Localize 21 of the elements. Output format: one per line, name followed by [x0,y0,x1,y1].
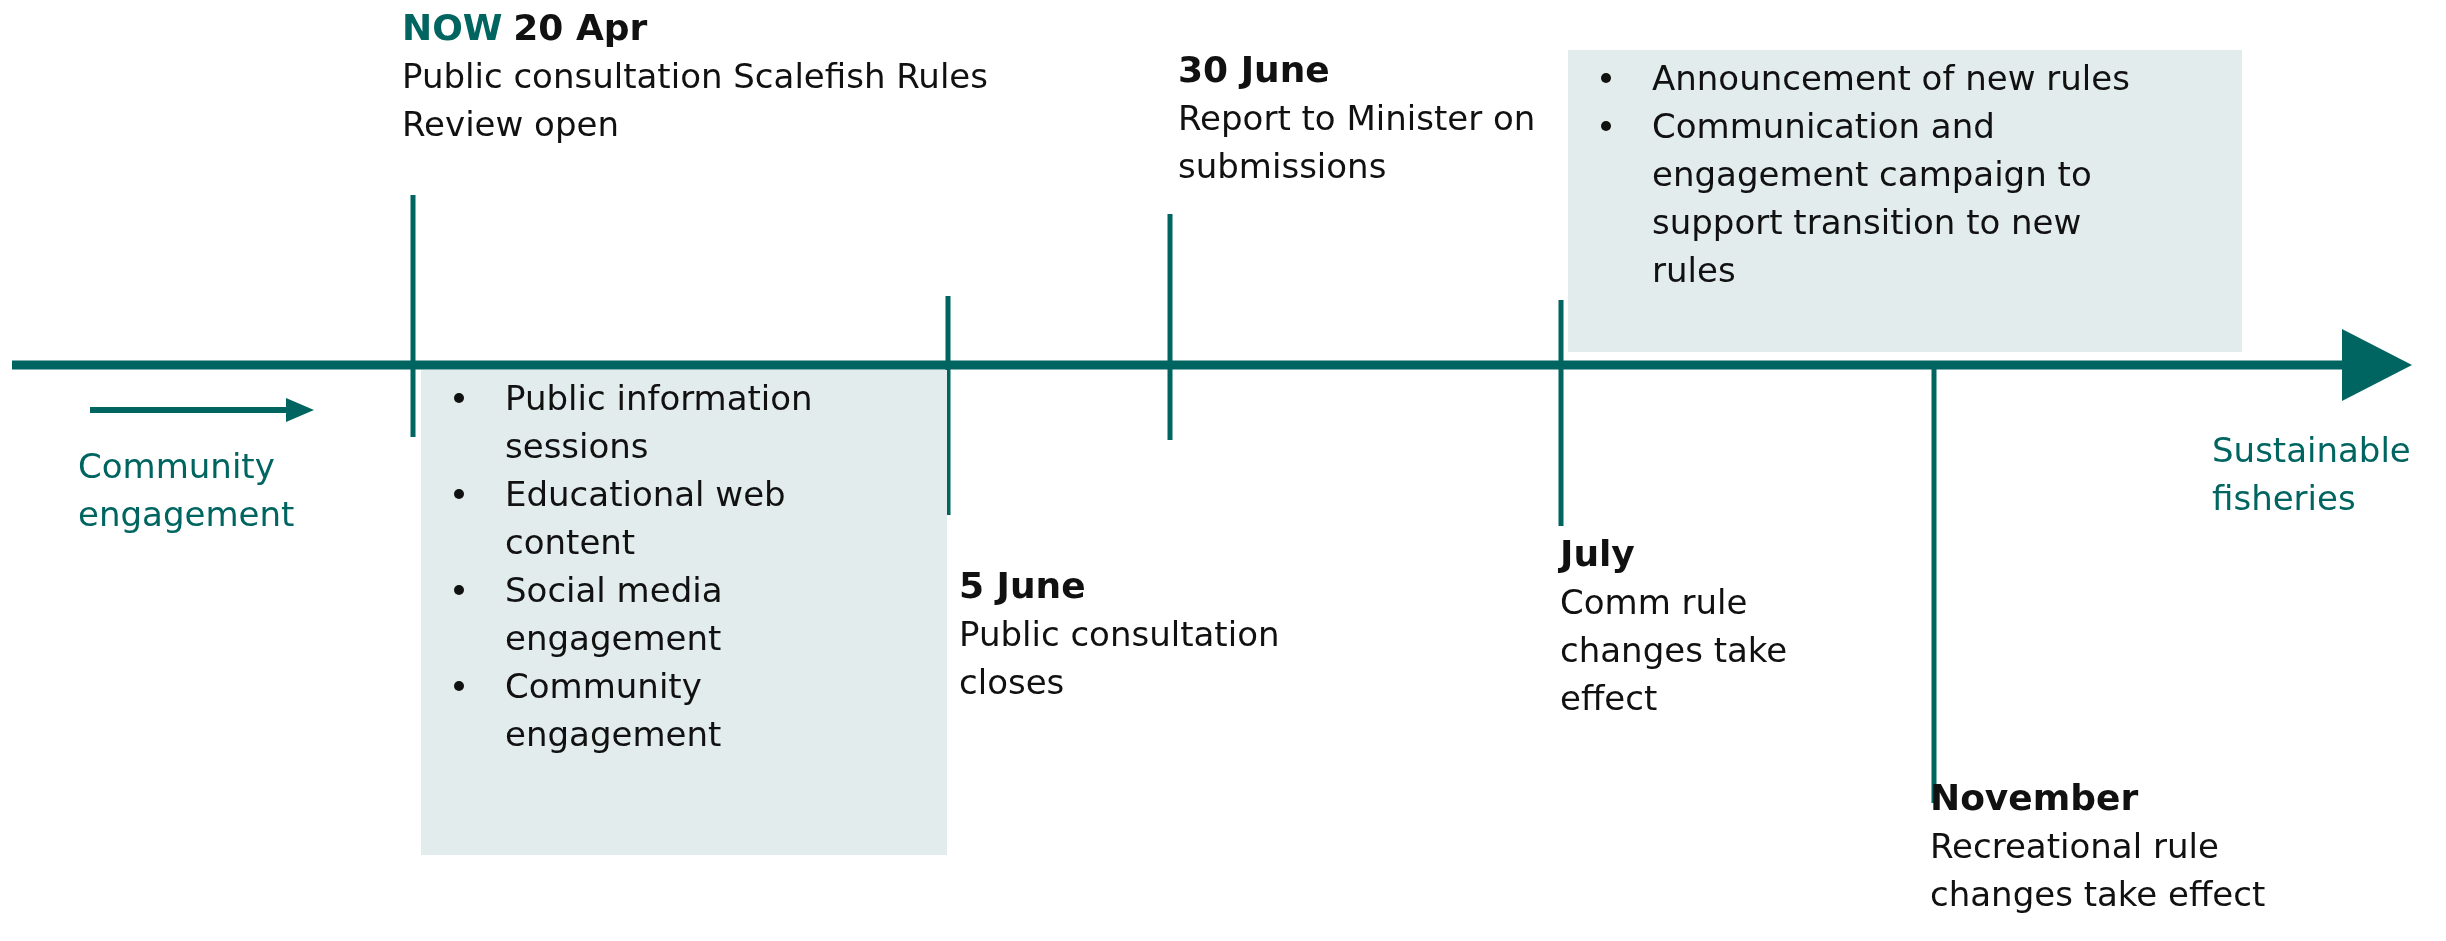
shaded-panel [1568,50,2242,352]
event-description: Report to Minister on submissions [1178,97,1537,188]
bullet-item: Educational web content [505,474,786,562]
bullet-item: Public information sessions [505,378,813,466]
date-heading: 20 Apr [513,7,648,48]
bullet-item: Community engagement [505,666,722,754]
date-heading: 30 June [1178,49,1330,90]
date-heading: July [1560,533,1635,574]
status-tag: NOW [402,7,503,48]
event-description: Public consultation closes [959,613,1281,704]
bullet-item: Social media engagement [505,570,723,658]
bullet-item: Announcement of new rules [1652,58,2130,98]
date-heading: 5 June [959,565,1086,606]
event-description: Public consultation Scalefish Rules Review open [402,55,989,146]
axis-label: Sustainable fisheries [2212,429,2412,520]
bullet-item: Communication and engagement campaign to support transition to new rules [1652,106,2092,290]
axis-label: Community engagement [78,445,296,536]
shaded-panel [421,370,947,855]
event-description: Comm rule changes take effect [1560,581,1789,720]
date-heading: November [1930,777,2139,818]
event-description: Recreational rule changes take effect [1930,825,2267,916]
